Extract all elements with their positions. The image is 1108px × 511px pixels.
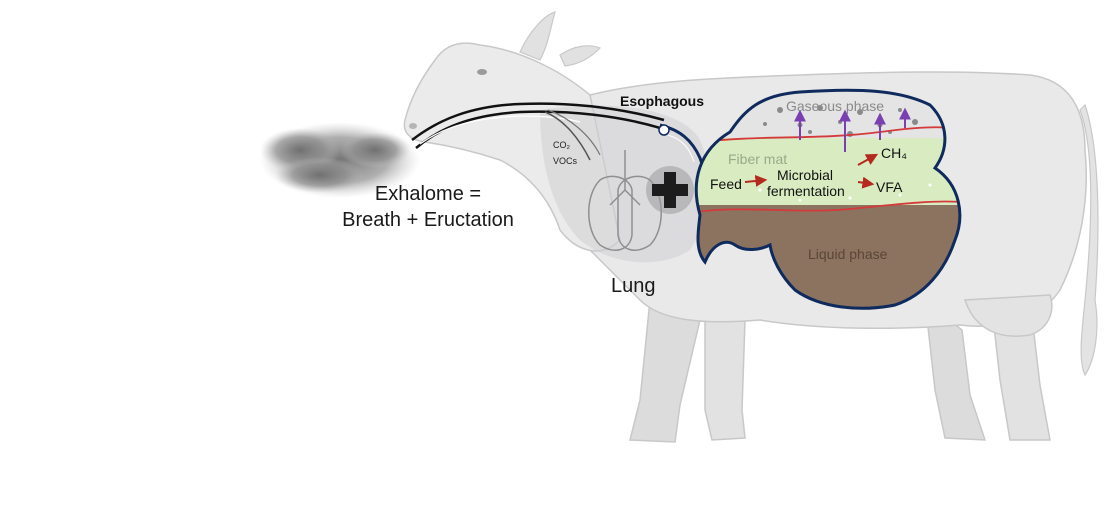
- plus-shaped-heart-icon: [646, 166, 694, 214]
- smoke-cloud-icon: [260, 122, 420, 198]
- airway-lines: [411, 102, 665, 161]
- fiber-mat-label: Fiber mat: [728, 151, 787, 167]
- co2-label: CO₂: [553, 140, 571, 150]
- microbial-label: Microbial: [777, 167, 833, 183]
- exhalome-title-line1: Exhalome =: [375, 183, 481, 205]
- feed-label: Feed: [710, 176, 742, 192]
- rumen-outline: [694, 88, 962, 310]
- ch4-label: CH₄: [881, 145, 907, 161]
- liquid-phase-label: Liquid phase: [808, 246, 888, 262]
- esophagous-label: Esophagous: [620, 93, 704, 109]
- gas-rise-arrows: [794, 107, 911, 152]
- fermentation-label: fermentation: [767, 183, 845, 199]
- vocs-label: VOCs: [553, 156, 578, 166]
- lung-label: Lung: [611, 275, 656, 297]
- exhalome-title-line2: Breath + Eructation: [342, 209, 514, 231]
- fermentation-arrows: [744, 153, 879, 189]
- gaseous-phase-label: Gaseous phase: [786, 98, 884, 114]
- vfa-label: VFA: [876, 179, 903, 195]
